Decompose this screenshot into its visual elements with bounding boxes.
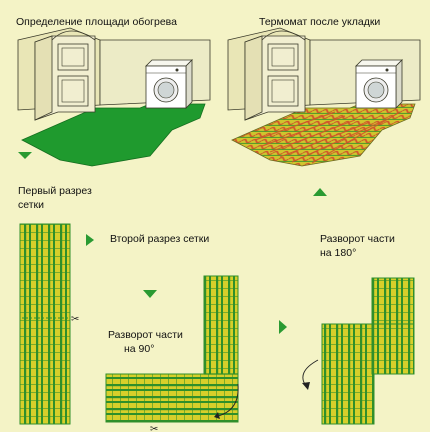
washing-machine [145,59,193,109]
door [34,30,96,121]
mesh-rotate-180 [321,277,415,425]
curved-arrow-icon [302,359,319,387]
scissors-icon: ✂ [71,314,79,325]
caption-rotate-180-line1: Разворот части [320,233,395,245]
heating-floor-area [21,103,206,167]
curved-arrow-icon [217,383,239,417]
mesh-strip-first-cut [19,223,71,425]
mesh-rotate-90 [105,275,239,423]
caption-rotate-180-line2: на 180° [320,247,357,259]
arrow-right-icon [86,234,94,246]
scissors-icon: ✂ [150,424,158,432]
arrow-down-icon [18,152,32,159]
caption-first-cut-line1: Первый разрез [18,185,92,197]
room-scene-heating-area [17,27,211,167]
caption-first-cut-line2: сетки [18,199,45,211]
caption-rotate-90-line1: Разворот части [108,329,183,341]
caption-heating-area: Определение площади обогрева [16,16,177,28]
caption-after-laying: Термомат после укладки [259,16,381,28]
laid-heating-mat [231,103,416,167]
arrow-down-icon [143,290,157,298]
arrow-right-icon [279,320,287,334]
arrow-up-icon [313,188,327,196]
curved-arrow-head [302,382,310,390]
caption-rotate-90-line2: на 90° [124,343,155,355]
curved-arrow-head [214,412,220,419]
washing-machine-2 [355,59,403,109]
room-scene-after-laying [227,27,421,167]
door-2 [244,30,306,121]
caption-second-cut: Второй разрез сетки [110,233,210,245]
